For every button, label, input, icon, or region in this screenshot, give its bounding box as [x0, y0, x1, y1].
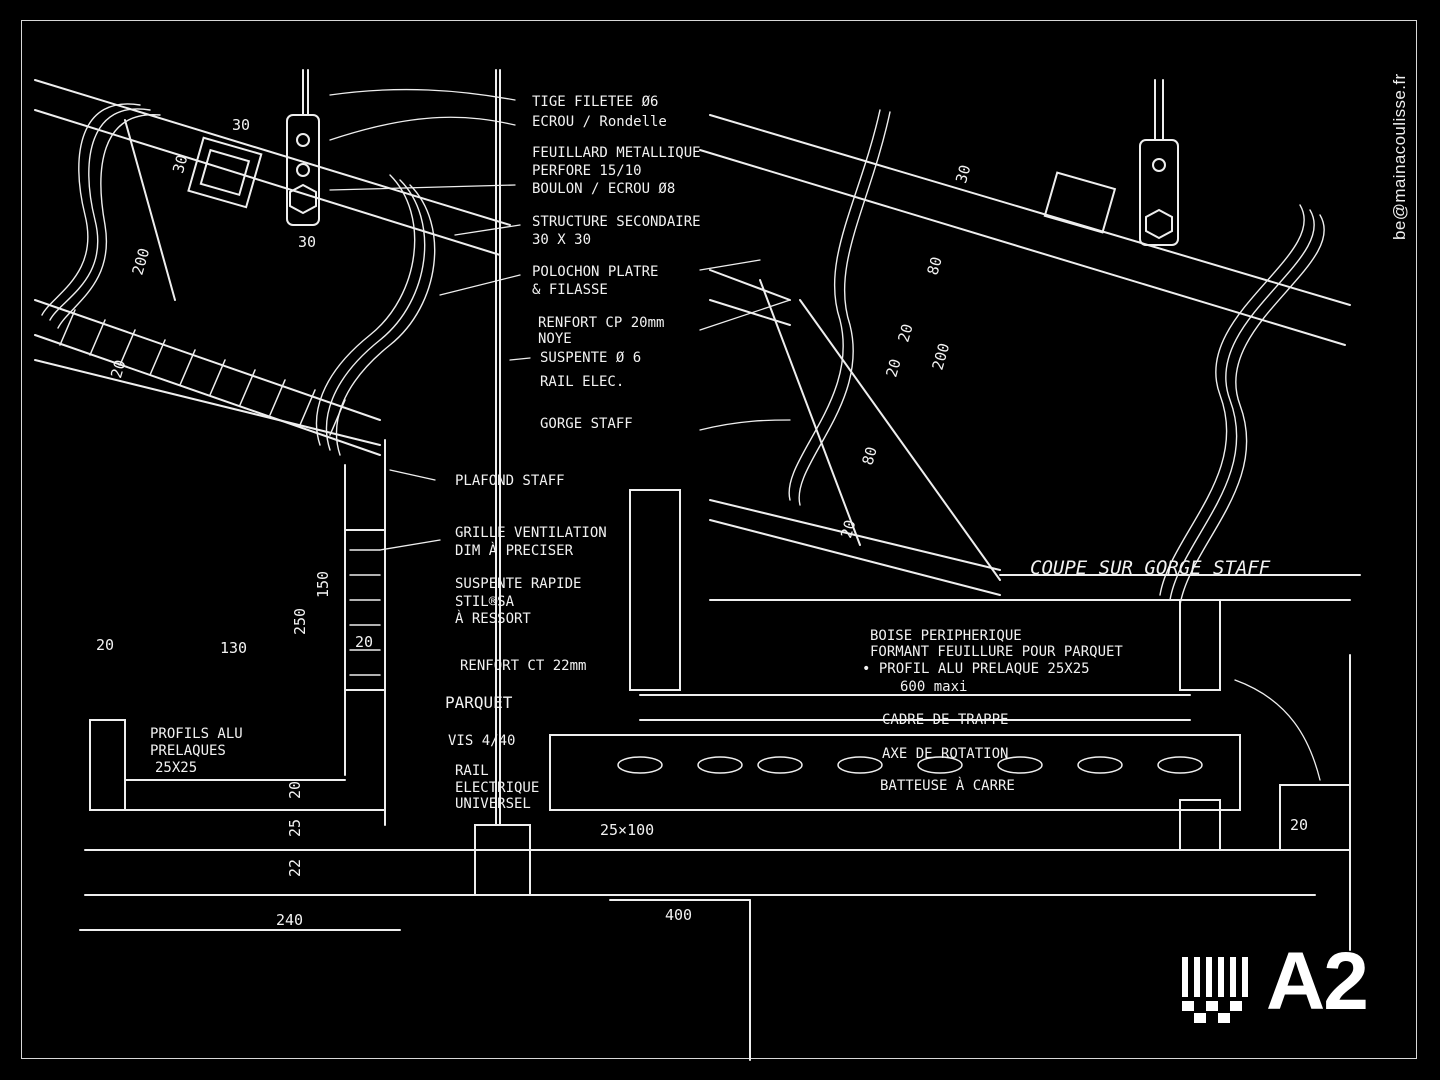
dim-22: 22 [286, 859, 304, 877]
label-electrique: ELECTRIQUE [455, 780, 539, 796]
label-renfort-cp: RENFORT CP 20mm [538, 315, 664, 331]
dim-30-bottom: 30 [298, 233, 316, 251]
label-boulon: BOULON / ECROU Ø8 [532, 181, 675, 197]
drawing-frame [21, 20, 1417, 1059]
label-30x30: 30 X 30 [532, 232, 591, 248]
annotation-labels: TIGE FILETEE Ø6 ECROU / Rondelle FEUILLA… [150, 94, 1123, 812]
label-gorge-staff: GORGE STAFF [540, 416, 633, 432]
dim-20-b: 20 [355, 633, 373, 651]
label-suspente-rapide: SUSPENTE RAPIDE [455, 576, 581, 592]
dim-30-right: 30 [952, 163, 974, 185]
label-profils-alu: PROFILS ALU [150, 726, 243, 742]
left-filasse-strands [41, 103, 436, 456]
label-polochon: POLOCHON PLATRE [532, 264, 658, 280]
dim-150: 150 [314, 571, 332, 598]
label-feuillard: FEUILLARD METALLIQUE [532, 145, 701, 161]
dim-20-r2: 20 [882, 357, 904, 379]
label-plafond-staff: PLAFOND STAFF [455, 473, 565, 489]
label-perfore: PERFORE 15/10 [532, 163, 642, 179]
label-grille-ventilation: GRILLE VENTILATION [455, 525, 607, 541]
dim-20-left: 20 [107, 358, 129, 380]
label-25x25: 25X25 [155, 760, 197, 776]
dim-80-top: 80 [924, 255, 946, 277]
label-batteuse: BATTEUSE À CARRE [880, 777, 1015, 794]
label-filasse: & FILASSE [532, 282, 608, 298]
label-parquet: PARQUET [445, 693, 513, 712]
label-stilsa: STIL®SA [455, 594, 515, 610]
dim-200-left: 200 [129, 246, 154, 277]
label-structure-secondaire: STRUCTURE SECONDAIRE [532, 214, 701, 230]
label-tige-filetee: TIGE FILETEE Ø6 [532, 94, 658, 110]
label-axe-rotation: AXE DE ROTATION [882, 746, 1008, 762]
stripes-checker-logo-icon [1182, 957, 1248, 1023]
label-profil-alu: • PROFIL ALU PRELAQUE 25X25 [862, 661, 1090, 677]
label-boise-peripherique: BOISE PERIPHERIQUE [870, 628, 1022, 644]
dim-400: 400 [665, 906, 692, 924]
right-ceiling-structure [699, 79, 1361, 601]
label-rail: RAIL [455, 763, 489, 779]
dim-20-a: 20 [96, 636, 114, 654]
drawing-title: COUPE SUR GORGE STAFF [1030, 557, 1271, 579]
dim-25: 25 [286, 819, 304, 837]
dim-250: 250 [291, 608, 309, 635]
dim-240: 240 [276, 911, 303, 929]
label-noye: NOYE [538, 331, 572, 347]
left-ceiling-structure [34, 69, 511, 456]
dim-30-top: 30 [232, 116, 250, 134]
label-universel: UNIVERSEL [455, 796, 531, 812]
contact-email: be@mainacoulisse.fr [1390, 73, 1409, 240]
dimension-labels: 30 30 30 200 20 250 150 130 20 20 20 25 … [96, 116, 1308, 929]
brand-logo: A2 [1180, 941, 1400, 1027]
label-feuillure-parquet: FORMANT FEUILLURE POUR PARQUET [870, 644, 1123, 660]
label-suspente: SUSPENTE Ø 6 [540, 350, 641, 366]
logo-text: A2 [1266, 936, 1369, 1027]
dim-80-bottom: 80 [859, 445, 881, 467]
label-600-maxi: 600 maxi [900, 679, 967, 695]
right-filasse-strands [788, 109, 1325, 606]
label-ressort: À RESSORT [455, 610, 531, 627]
label-cadre-trappe: CADRE DE TRAPPE [882, 712, 1008, 728]
label-ecrou-rondelle: ECROU / Rondelle [532, 114, 667, 130]
label-prelaques: PRELAQUES [150, 743, 226, 759]
label-renfort-ct: RENFORT CT 22mm [460, 658, 586, 674]
dim-20-r3: 20 [837, 518, 859, 540]
dim-20-r1: 20 [894, 322, 916, 344]
label-vis: VIS 4/40 [448, 733, 515, 749]
trap-frame [79, 489, 1351, 1061]
dim-130: 130 [220, 639, 247, 657]
dim-20-c: 20 [286, 781, 304, 799]
left-wall-floor [84, 69, 1351, 896]
dim-200-right: 200 [929, 341, 954, 372]
dim-20-right-edge: 20 [1290, 816, 1308, 834]
label-dim-preciser: DIM À PRECISER [455, 542, 574, 559]
dim-25x100: 25×100 [600, 821, 654, 839]
label-rail-elec: RAIL ELEC. [540, 374, 624, 390]
dim-30-left: 30 [169, 153, 191, 175]
leader-lines [329, 88, 1321, 781]
